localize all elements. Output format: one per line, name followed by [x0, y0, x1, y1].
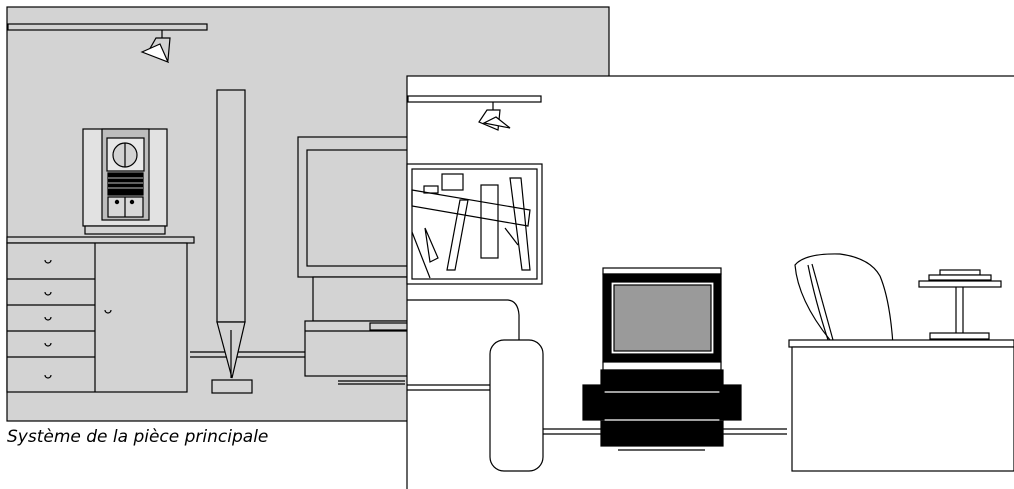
link-floor-cable — [543, 428, 787, 435]
wall-picture-icon — [406, 163, 543, 285]
floor-speaker-icon — [211, 89, 253, 394]
link-spotlight-icon — [407, 95, 542, 131]
room-caption: Système de la pièce principale — [7, 427, 269, 447]
link-room-scene — [406, 75, 1014, 489]
sideboard-icon — [6, 236, 195, 393]
music-system-icon — [82, 128, 168, 235]
ceiling-spotlight-icon — [7, 23, 208, 64]
link-room-tv-icon — [582, 267, 742, 451]
main-room-tv-icon — [297, 136, 411, 377]
desk-chair-icon — [794, 253, 894, 346]
sofa-icon — [407, 299, 544, 472]
floor-cable — [190, 351, 405, 385]
desk-lamp-icon — [918, 269, 1002, 340]
desk-icon — [788, 339, 1014, 472]
